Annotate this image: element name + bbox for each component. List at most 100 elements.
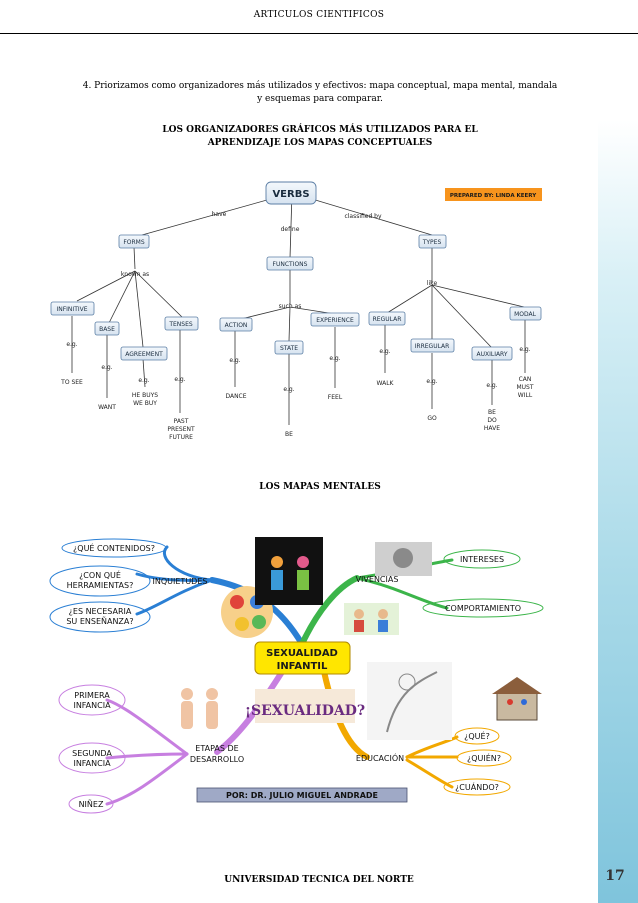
bubble-comportamiento: COMPORTAMIENTO [422, 598, 544, 618]
bubble-intereses: INTERESES [443, 549, 521, 569]
eg-modal: e.g. [519, 346, 530, 353]
svg-text:POR: DR. JULIO MIGUEL ANDRADE: POR: DR. JULIO MIGUEL ANDRADE [226, 791, 378, 800]
example-present: PRESENT [167, 426, 195, 433]
intro-line-1: 4. Priorizamos como organizadores más ut… [82, 81, 558, 91]
svg-text:INFINITIVE: INFINITIVE [56, 306, 87, 313]
node-types: TYPES [418, 234, 447, 249]
svg-text:¿ES NECESARIA: ¿ES NECESARIA [69, 607, 132, 616]
bubble-segunda-infancia: SEGUNDA INFANCIA [58, 742, 126, 774]
concept-map-diagram: VERBS PREPARED BY: LINDA KEERY have defi… [47, 173, 545, 451]
example-be: BE [285, 431, 293, 438]
example-go: GO [427, 415, 437, 422]
svg-text:¿QUIÉN?: ¿QUIÉN? [467, 752, 501, 763]
eg-infinitive: e.g. [66, 341, 77, 348]
example-past: PAST [174, 418, 189, 425]
link-such-as: such as [279, 303, 302, 310]
svg-text:¿CUÁNDO?: ¿CUÁNDO? [455, 781, 499, 792]
footer-university: UNIVERSIDAD TECNICA DEL NORTE [224, 875, 414, 885]
example-to-see: TO SEE [60, 379, 83, 386]
svg-text:¿QUÉ?: ¿QUÉ? [464, 730, 490, 741]
svg-text:SEXUALIDAD: SEXUALIDAD [266, 648, 338, 659]
example-future: FUTURE [169, 434, 193, 441]
svg-text:FUNCTIONS: FUNCTIONS [273, 261, 308, 268]
node-modal: MODAL [509, 306, 542, 321]
bubble-que: ¿QUÉ? [454, 727, 500, 745]
svg-text:INTERESES: INTERESES [460, 555, 504, 564]
bubble-que-contenidos: ¿QUÉ CONTENIDOS? [61, 538, 167, 558]
svg-text:ACTION: ACTION [225, 322, 248, 329]
illustration-sexualidad-art: ¡SEXUALIDAD? [245, 689, 365, 723]
svg-text:BASE: BASE [99, 326, 115, 333]
example-must: MUST [516, 384, 533, 391]
svg-text:STATE: STATE [280, 345, 298, 352]
bubble-con-que: ¿CON QUÉ HERRAMIENTAS? [49, 565, 151, 597]
svg-text:REGULAR: REGULAR [373, 316, 402, 323]
example-can: CAN [519, 376, 532, 383]
svg-text:INFANCIA: INFANCIA [73, 759, 111, 768]
svg-text:TYPES: TYPES [422, 239, 442, 246]
page-header-title: ARTICULOS CIENTIFICOS [253, 10, 385, 20]
example-aux-be: BE [488, 409, 496, 416]
example-want: WANT [98, 404, 116, 411]
bubble-ninez: NIÑEZ [68, 794, 114, 814]
svg-text:¿QUÉ CONTENIDOS?: ¿QUÉ CONTENIDOS? [73, 542, 155, 553]
svg-text:ETAPAS DE: ETAPAS DE [195, 744, 238, 753]
svg-text:EXPERIENCE: EXPERIENCE [316, 317, 354, 324]
illustration-dark-kids [255, 537, 323, 605]
illustration-kids-playing [344, 603, 399, 635]
node-experience: EXPERIENCE [310, 312, 360, 327]
node-action: ACTION [219, 317, 253, 332]
header-rule [0, 33, 638, 34]
link-have: have [212, 211, 227, 218]
svg-text:NIÑEZ: NIÑEZ [79, 799, 104, 809]
intro-line-2: y esquemas para comparar. [257, 94, 383, 104]
node-base: BASE [94, 321, 120, 336]
link-known-as: known as [121, 271, 149, 278]
illustration-sketch [367, 662, 452, 740]
svg-text:IRREGULAR: IRREGULAR [415, 343, 450, 350]
svg-text:¡SEXUALIDAD?: ¡SEXUALIDAD? [245, 703, 365, 719]
concept-map-heading-line-2: APRENDIZAJE LOS MAPAS CONCEPTUALES [207, 138, 433, 148]
example-feel: FEEL [328, 394, 343, 401]
mind-map-diagram: SEXUALIDAD INFANTIL INQUIETUDES ¿QUÉ CON… [49, 537, 544, 814]
bubble-es-necesaria: ¿ES NECESARIA SU ENSEÑANZA? [49, 601, 151, 633]
illustration-photo-child [375, 542, 432, 576]
prepared-by-label: PREPARED BY: LINDA KEERY [450, 193, 537, 199]
mind-map-heading: LOS MAPAS MENTALES [259, 482, 381, 492]
example-aux-have: HAVE [484, 425, 500, 432]
house-icon [492, 677, 542, 721]
intro-paragraph: 4. Priorizamos como organizadores más ut… [40, 80, 600, 106]
svg-text:FORMS: FORMS [123, 239, 145, 246]
example-he-buys-2: WE BUY [133, 400, 157, 407]
link-classified-by: classified by [344, 213, 382, 220]
label-vivencias: VIVENCIAS [356, 575, 399, 584]
node-tenses: TENSES [164, 316, 199, 331]
link-like: like [427, 280, 438, 287]
concept-map-heading-line-1: LOS ORGANIZADORES GRÁFICOS MÁS UTILIZADO… [162, 125, 478, 135]
svg-text:AUXILIARY: AUXILIARY [476, 351, 507, 358]
eg-regular: e.g. [379, 348, 390, 355]
svg-text:MODAL: MODAL [514, 311, 537, 318]
eg-experience: e.g. [329, 355, 340, 362]
node-forms: FORMS [118, 234, 150, 249]
bubble-cuando: ¿CUÁNDO? [443, 778, 511, 796]
node-irregular: IRREGULAR [410, 338, 455, 353]
svg-text:COMPORTAMIENTO: COMPORTAMIENTO [445, 604, 521, 613]
svg-text:SU ENSEÑANZA?: SU ENSEÑANZA? [66, 616, 133, 626]
illustration-two-children [181, 688, 218, 729]
label-educacion: EDUCACIÓN [356, 752, 404, 763]
svg-text:HERRAMIENTAS?: HERRAMIENTAS? [67, 581, 134, 590]
eg-action: e.g. [229, 357, 240, 364]
mind-map-center: SEXUALIDAD INFANTIL [254, 641, 351, 675]
node-agreement: AGREEMENT [120, 346, 168, 361]
node-functions: FUNCTIONS [266, 256, 314, 271]
node-state: STATE [274, 340, 304, 355]
svg-text:PRIMERA: PRIMERA [74, 691, 110, 700]
example-aux-do: DO [487, 417, 497, 424]
svg-text:INFANCIA: INFANCIA [73, 701, 111, 710]
eg-agreement: e.g. [138, 377, 149, 384]
node-verbs [265, 181, 317, 205]
node-verbs-label: VERBS [272, 189, 309, 200]
svg-text:DESARROLLO: DESARROLLO [190, 755, 244, 764]
example-dance: DANCE [225, 393, 246, 400]
